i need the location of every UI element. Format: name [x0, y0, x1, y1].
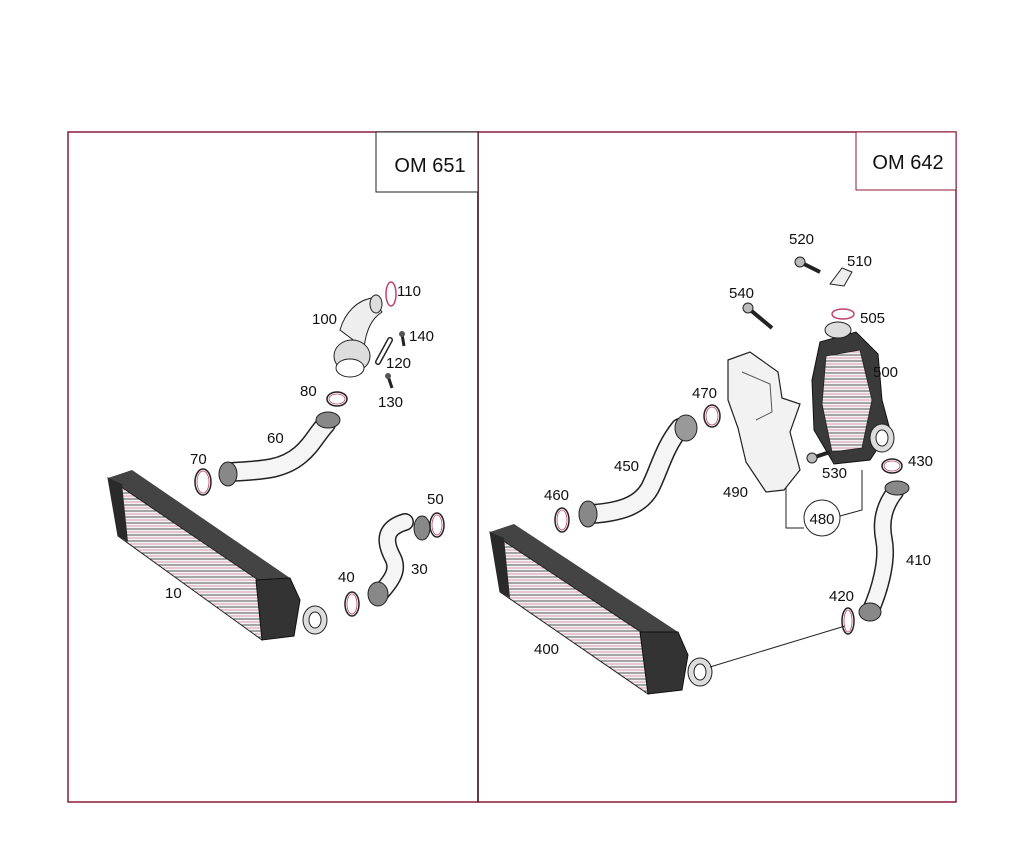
label-part-60: 60 — [267, 430, 284, 447]
engine-label-box-left: OM 651 — [375, 131, 479, 193]
label-part-420: 420 — [829, 588, 854, 605]
label-part-30: 30 — [411, 561, 428, 578]
charge-air-pipe-100 — [333, 294, 383, 378]
bolt-130 — [385, 373, 394, 389]
seal-ring-50 — [429, 512, 445, 538]
seal-ring-460 — [554, 507, 570, 533]
label-part-400: 400 — [534, 641, 559, 658]
intercooler-10 — [107, 470, 328, 641]
clamp-60b — [315, 411, 341, 429]
bolt-140 — [399, 331, 406, 347]
label-part-120: 120 — [386, 355, 411, 372]
label-part-460: 460 — [544, 487, 569, 504]
seal-ring-420 — [841, 607, 855, 635]
label-part-500: 500 — [873, 364, 898, 381]
bolt-540 — [742, 302, 774, 330]
label-part-110: 110 — [397, 283, 421, 300]
clamp-450b — [674, 414, 698, 442]
label-part-430: 430 — [908, 453, 933, 470]
cover-490 — [727, 351, 801, 493]
clamp-410b — [884, 480, 910, 496]
charge-air-distributor-500 — [811, 321, 895, 465]
bracket-120 — [375, 337, 393, 365]
label-part-480: 480 — [809, 511, 834, 528]
engine-label-om642: OM 642 — [872, 152, 943, 174]
label-part-450: 450 — [614, 458, 639, 475]
label-part-520: 520 — [789, 231, 814, 248]
seal-ring-110 — [385, 281, 397, 307]
clamp-30a — [367, 581, 389, 607]
bolt-520 — [794, 256, 821, 274]
seal-ring-505 — [831, 308, 855, 320]
label-part-470: 470 — [692, 385, 717, 402]
label-part-510: 510 — [847, 253, 872, 270]
label-part-40: 40 — [338, 569, 355, 586]
clamp-60a — [218, 461, 238, 487]
bolt-530 — [806, 450, 831, 464]
seal-ring-430 — [881, 458, 903, 474]
bracket-510 — [829, 267, 853, 287]
label-part-50: 50 — [427, 491, 444, 508]
label-part-540: 540 — [729, 285, 754, 302]
seal-ring-70 — [194, 468, 212, 496]
engine-label-box-right: OM 642 — [855, 131, 957, 191]
label-part-530: 530 — [822, 465, 847, 482]
label-part-10: 10 — [165, 585, 182, 602]
label-part-505: 505 — [860, 310, 885, 327]
label-part-80: 80 — [300, 383, 317, 400]
hose-30-fill — [370, 514, 413, 604]
clamp-30b — [413, 515, 431, 541]
label-part-140: 140 — [409, 328, 434, 345]
intercooler-400 — [489, 524, 713, 695]
engine-label-om651: OM 651 — [394, 155, 465, 177]
callout-480: 480 — [785, 470, 863, 537]
label-part-490: 490 — [723, 484, 748, 501]
seal-ring-470 — [703, 404, 721, 428]
seal-ring-40 — [344, 591, 360, 617]
clamp-450a — [578, 500, 598, 528]
label-part-130: 130 — [378, 394, 403, 411]
seal-ring-80 — [326, 391, 348, 407]
label-part-100: 100 — [312, 311, 337, 328]
leader-line-400-420 — [709, 625, 846, 668]
label-part-410: 410 — [906, 552, 931, 569]
label-part-70: 70 — [190, 451, 207, 468]
clamp-410a — [858, 602, 882, 622]
